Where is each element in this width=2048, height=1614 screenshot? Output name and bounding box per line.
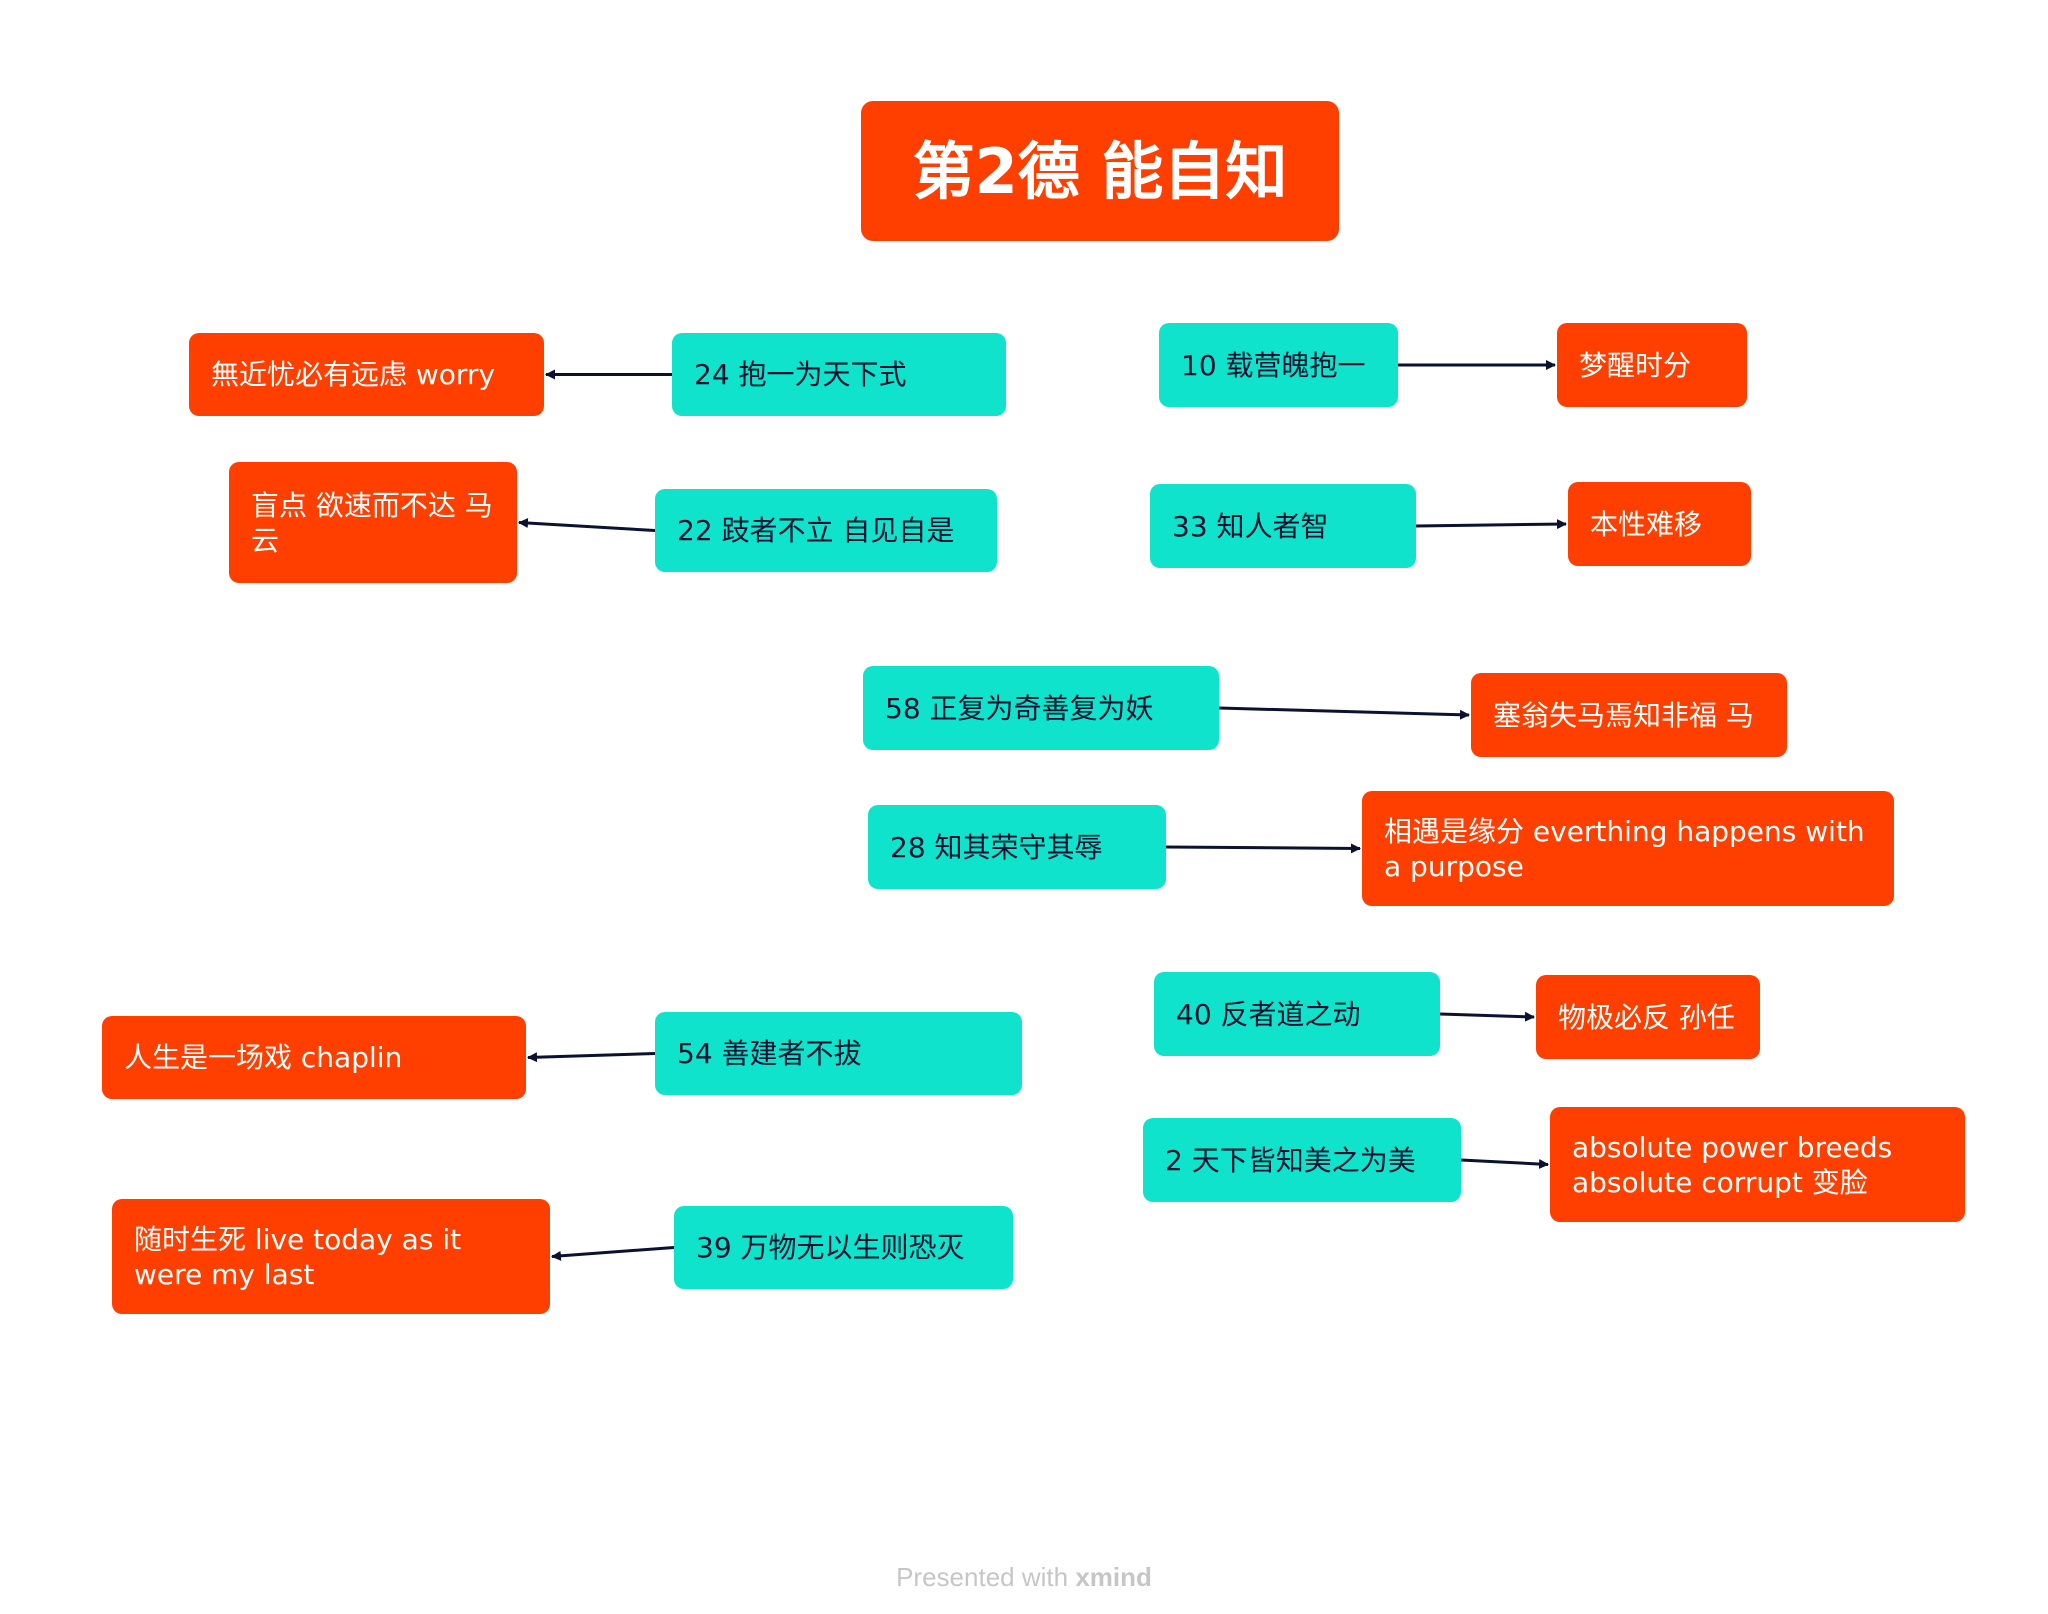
connector-arrow bbox=[518, 518, 656, 532]
topic-label: 24 抱一为天下式 bbox=[694, 358, 907, 391]
note-label: 梦醒时分 bbox=[1579, 348, 1692, 382]
topic-label: 33 知人者智 bbox=[1172, 509, 1329, 543]
topic-24[interactable]: 24 抱一为天下式 bbox=[672, 333, 1006, 416]
topic-label: 39 万物无以生则恐灭 bbox=[696, 1231, 965, 1264]
note-label: 相遇是缘分 everthing happens with a purpose bbox=[1384, 814, 1865, 883]
note-topic-58[interactable]: 塞翁失马焉知非福 马 bbox=[1471, 673, 1787, 757]
note-topic-40[interactable]: 物极必反 孙任 bbox=[1536, 975, 1760, 1059]
footer-prefix: Presented with bbox=[896, 1562, 1076, 1592]
topic-label: 54 善建者不拔 bbox=[677, 1037, 862, 1070]
topic-39[interactable]: 39 万物无以生则恐灭 bbox=[674, 1206, 1013, 1289]
note-topic-22[interactable]: 盲点 欲速而不达 马云 bbox=[229, 462, 517, 583]
note-topic-54[interactable]: 人生是一场戏 chaplin bbox=[102, 1016, 526, 1099]
topic-58[interactable]: 58 正复为奇善复为妖 bbox=[863, 666, 1219, 750]
note-topic-2[interactable]: absolute power breeds absolute corrupt 变… bbox=[1550, 1107, 1965, 1222]
note-label: 盲点 欲速而不达 马云 bbox=[251, 488, 493, 557]
topic-33[interactable]: 33 知人者智 bbox=[1150, 484, 1416, 568]
topic-40[interactable]: 40 反者道之动 bbox=[1154, 972, 1440, 1056]
note-topic-39[interactable]: 随时生死 live today as it were my last bbox=[112, 1199, 550, 1314]
connector-arrow bbox=[527, 1052, 656, 1063]
note-label: 塞翁失马焉知非福 马 bbox=[1493, 698, 1754, 732]
note-label: 人生是一场戏 chaplin bbox=[124, 1041, 403, 1074]
topic-2[interactable]: 2 天下皆知美之为美 bbox=[1143, 1118, 1461, 1202]
connector-arrow bbox=[1218, 706, 1470, 720]
connector-arrow bbox=[1439, 1011, 1535, 1022]
topic-label: 22 跂者不立 自见自是 bbox=[677, 514, 955, 547]
note-topic-10[interactable]: 梦醒时分 bbox=[1557, 323, 1747, 407]
topic-label: 10 载营魄抱一 bbox=[1181, 348, 1366, 382]
note-label: 無近忧必有远虑 worry bbox=[211, 358, 496, 391]
presented-with-footer: Presented with xmind bbox=[0, 1562, 2048, 1593]
note-label: 物极必反 孙任 bbox=[1558, 1000, 1735, 1034]
connector-arrow bbox=[1460, 1158, 1549, 1170]
connector-arrow bbox=[551, 1246, 675, 1261]
note-label: absolute power breeds absolute corrupt 变… bbox=[1572, 1130, 1893, 1199]
note-topic-33[interactable]: 本性难移 bbox=[1568, 482, 1751, 566]
note-label: 随时生死 live today as it were my last bbox=[134, 1222, 462, 1291]
topic-10[interactable]: 10 载营魄抱一 bbox=[1159, 323, 1398, 407]
root-topic[interactable]: 第2德 能自知 bbox=[861, 101, 1339, 241]
note-topic-28[interactable]: 相遇是缘分 everthing happens with a purpose bbox=[1362, 791, 1894, 906]
connector-arrow bbox=[1165, 843, 1361, 854]
topic-28[interactable]: 28 知其荣守其辱 bbox=[868, 805, 1166, 889]
topic-label: 58 正复为奇善复为妖 bbox=[885, 691, 1154, 725]
topic-54[interactable]: 54 善建者不拔 bbox=[655, 1012, 1022, 1095]
topic-label: 2 天下皆知美之为美 bbox=[1165, 1143, 1416, 1177]
connector-arrow bbox=[1415, 519, 1567, 530]
topic-label: 40 反者道之动 bbox=[1176, 997, 1361, 1031]
note-topic-24[interactable]: 無近忧必有远虑 worry bbox=[189, 333, 544, 416]
topic-22[interactable]: 22 跂者不立 自见自是 bbox=[655, 489, 997, 572]
note-label: 本性难移 bbox=[1590, 507, 1703, 541]
xmind-brand: xmind bbox=[1075, 1562, 1152, 1592]
topic-label: 28 知其荣守其辱 bbox=[890, 830, 1103, 864]
root-topic-label: 第2德 能自知 bbox=[912, 134, 1288, 208]
